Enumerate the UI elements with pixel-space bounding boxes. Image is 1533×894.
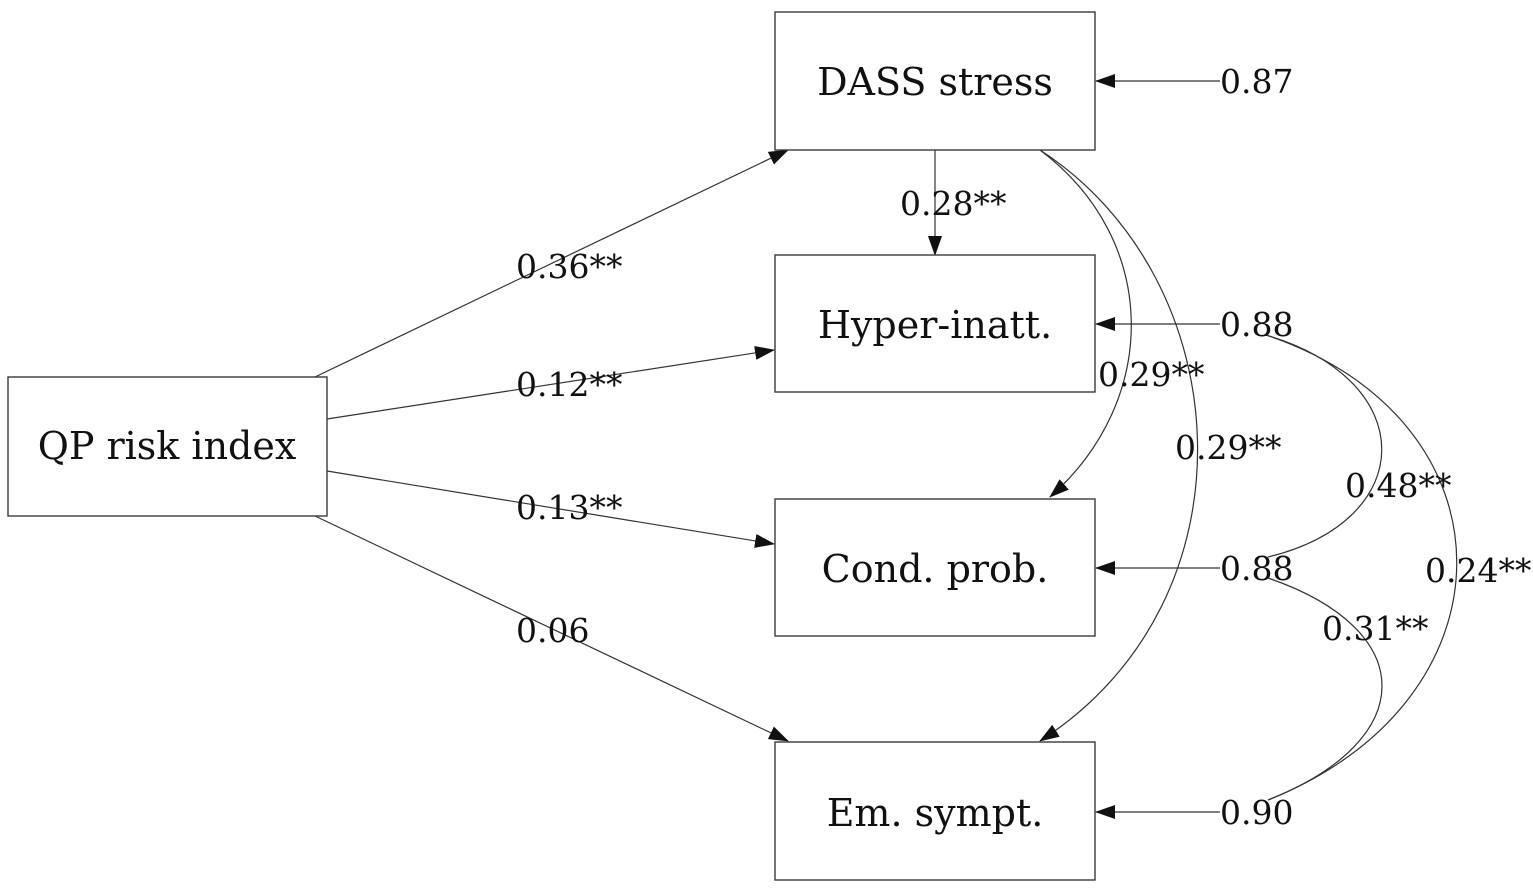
edge-qp-to-cond	[326, 470, 775, 548]
coef-dass-to-cond: 0.29**	[1098, 355, 1204, 394]
coef-qp-to-dass: 0.36**	[516, 247, 622, 286]
node-dass-stress: DASS stress	[774, 11, 1096, 151]
residual-hyper: 0.88	[1220, 305, 1293, 344]
residual-dass: 0.87	[1220, 62, 1293, 101]
edge-qp-to-em	[314, 515, 789, 742]
cov-hyper-cond: 0.48**	[1345, 466, 1451, 505]
edge-qp-to-dass	[314, 149, 789, 378]
covariance-hyper-cond	[1265, 334, 1383, 558]
edge-dass-to-cond	[1039, 149, 1132, 498]
node-em-sympt: Em. sympt.	[774, 741, 1096, 881]
node-label-hyper: Hyper-inatt.	[818, 303, 1052, 347]
node-label-dass: DASS stress	[817, 60, 1053, 104]
coef-dass-to-em: 0.29**	[1175, 428, 1281, 467]
residual-cond: 0.88	[1220, 549, 1293, 588]
coef-qp-to-em: 0.06	[516, 611, 589, 650]
coef-qp-to-hyper: 0.12**	[516, 365, 622, 404]
node-hyper-inatt: Hyper-inatt.	[774, 254, 1096, 393]
covariance-hyper-em	[1265, 334, 1458, 801]
edge-dass-to-em	[1039, 149, 1199, 742]
node-qp-risk-index: QP risk index	[7, 376, 328, 517]
node-label-em: Em. sympt.	[827, 791, 1044, 835]
cov-cond-em: 0.31**	[1322, 609, 1428, 648]
node-label-cond: Cond. prob.	[822, 547, 1049, 591]
cov-hyper-em: 0.24**	[1425, 551, 1531, 590]
node-label-qp: QP risk index	[38, 424, 297, 468]
coef-dass-to-hyper: 0.28**	[900, 184, 1006, 223]
coef-qp-to-cond: 0.13**	[516, 488, 622, 527]
node-cond-prob: Cond. prob.	[774, 498, 1096, 637]
residual-em: 0.90	[1220, 793, 1293, 832]
edge-qp-to-hyper	[326, 345, 775, 420]
covariance-cond-em	[1267, 577, 1383, 801]
